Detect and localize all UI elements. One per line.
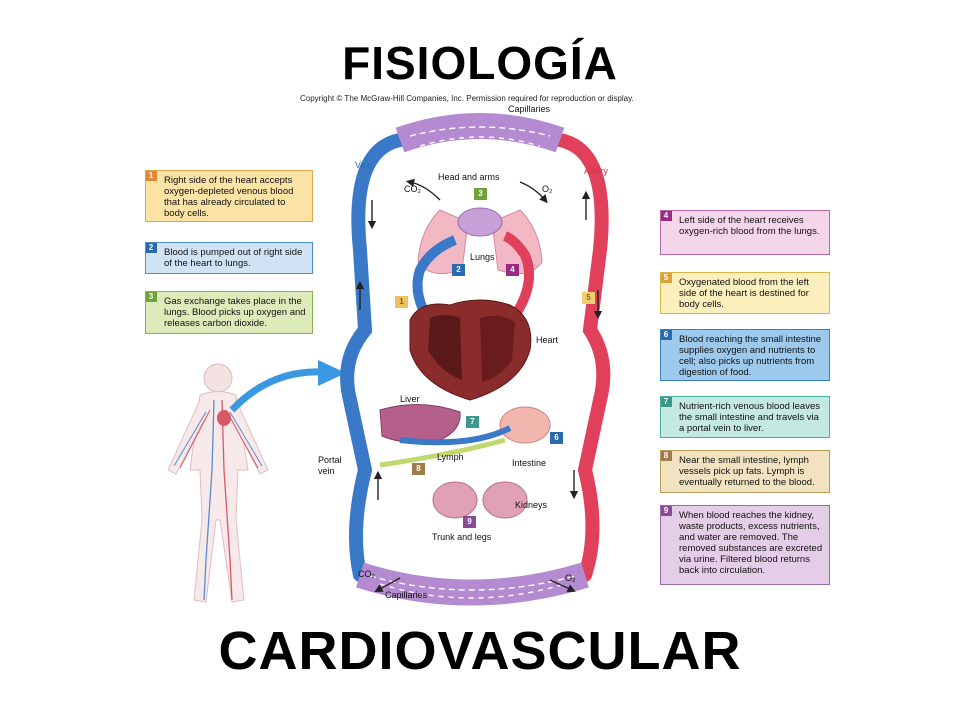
heart-label: Heart [536, 335, 559, 345]
step-box-7: 7 Nutrient-rich venous blood leaves the … [660, 396, 830, 438]
heart-icon [409, 299, 532, 401]
pointer-arrow-icon [229, 368, 323, 413]
step-text: Left side of the heart receives oxygen-r… [679, 215, 820, 237]
kidneys-icon [432, 481, 528, 519]
step-text: Blood is pumped out of right side of the… [164, 247, 303, 269]
step-text: Oxygenated blood from the left side of t… [679, 277, 809, 310]
step-chip-6: 6 [550, 432, 563, 444]
step-chip-2: 2 [452, 264, 465, 276]
o2-top-label: O₂ [542, 184, 553, 194]
kidneys-label: Kidneys [515, 500, 548, 510]
step-box-2: 2 Blood is pumped out of right side of t… [145, 242, 313, 274]
step-number: 5 [661, 273, 672, 283]
intestine-icon [499, 406, 551, 444]
artery-loop [553, 133, 611, 582]
step-chip-9: 9 [463, 516, 476, 528]
trunk-legs-label: Trunk and legs [432, 532, 492, 542]
lungs-label: Lungs [470, 252, 495, 262]
page-title: FISIOLOGÍA [342, 37, 618, 89]
capillaries-bottom-label: Capillaries [385, 590, 428, 600]
step-text: Nutrient-rich venous blood leaves the sm… [679, 401, 820, 434]
step-chip-3: 3 [474, 188, 487, 200]
step-chip-1: 1 [395, 296, 408, 308]
portal-vein-label-1: Portal [318, 455, 342, 465]
capillaries-top-label: Capillaries [508, 104, 551, 114]
intestine-label: Intestine [512, 458, 547, 468]
step-number: 1 [146, 171, 157, 181]
head-arms-label: Head and arms [438, 172, 500, 182]
step-box-8: 8 Near the small intestine, lymph vessel… [660, 450, 830, 493]
step-chip-8: 8 [412, 463, 425, 475]
vein-label: Vein [355, 160, 373, 170]
artery-label: Artery [584, 166, 609, 176]
lymph-vessel [379, 437, 506, 468]
copyright-notice: Copyright © The McGraw-Hill Companies, I… [300, 94, 634, 103]
step-text: Right side of the heart accepts oxygen-d… [164, 175, 294, 219]
step-chip-7: 7 [466, 416, 479, 428]
vein-loop [340, 133, 407, 582]
step-box-5: 5 Oxygenated blood from the left side of… [660, 272, 830, 314]
step-text: Near the small intestine, lymph vessels … [679, 455, 815, 488]
portal-vein-label-2: vein [318, 466, 335, 476]
step-number: 8 [661, 451, 672, 461]
lymph-label: Lymph [437, 452, 464, 462]
step-number: 7 [661, 397, 672, 407]
step-number: 2 [146, 243, 157, 253]
human-figure-icon [167, 363, 269, 603]
step-number: 6 [661, 330, 672, 340]
step-text: When blood reaches the kidney, waste pro… [679, 510, 823, 576]
step-box-6: 6 Blood reaching the small intestine sup… [660, 329, 830, 381]
liver-label: Liver [400, 394, 420, 404]
step-box-3: 3 Gas exchange takes place in the lungs.… [145, 291, 313, 334]
step-number: 9 [661, 506, 672, 516]
co2-bottom-label: CO₂ [358, 569, 375, 579]
step-box-1: 1 Right side of the heart accepts oxygen… [145, 170, 313, 222]
footer-title: CARDIOVASCULAR [218, 621, 742, 681]
capillary-bed-top [395, 113, 565, 153]
step-number: 3 [146, 292, 157, 302]
step-chip-5: 5 [582, 292, 595, 304]
step-text: Gas exchange takes place in the lungs. B… [164, 296, 306, 329]
step-text: Blood reaching the small intestine suppl… [679, 334, 822, 378]
step-chip-4: 4 [506, 264, 519, 276]
step-number: 4 [661, 211, 672, 221]
step-box-9: 9 When blood reaches the kidney, waste p… [660, 505, 830, 585]
co2-top-label: CO₂ [404, 184, 421, 194]
step-box-4: 4 Left side of the heart receives oxygen… [660, 210, 830, 255]
o2-bottom-label: O₂ [565, 573, 576, 583]
liver-icon [379, 404, 461, 443]
